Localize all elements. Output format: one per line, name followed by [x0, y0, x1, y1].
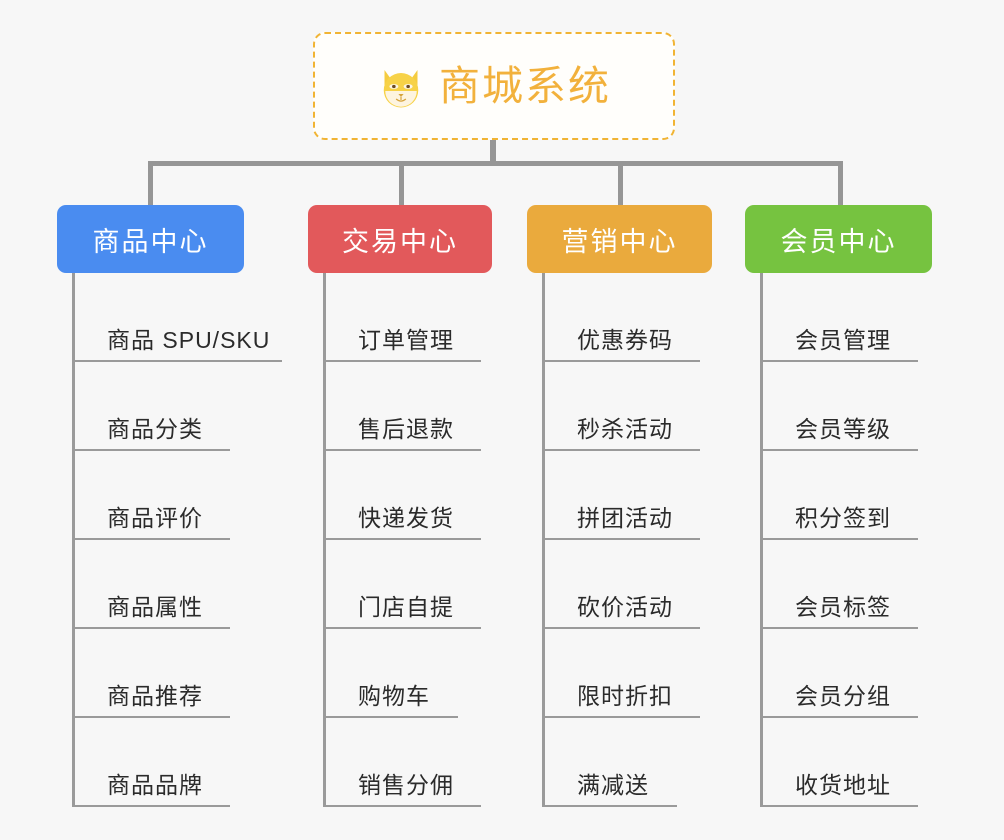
connector-horizontal-bar: [148, 161, 843, 166]
leaf-item[interactable]: 售后退款: [326, 362, 481, 451]
leaf-item[interactable]: 商品品牌: [75, 718, 230, 807]
leaf-item-label: 商品分类: [107, 415, 203, 442]
leaf-item[interactable]: 门店自提: [326, 540, 481, 629]
leaf-item-label: 砍价活动: [577, 593, 673, 620]
leaf-item[interactable]: 订单管理: [326, 273, 481, 362]
leaf-item-label: 快递发货: [358, 504, 454, 531]
branch-header-label: 商品中心: [92, 226, 209, 257]
connector-drop-trade-center: [399, 161, 404, 207]
leaf-item-label: 优惠券码: [577, 326, 673, 353]
leaf-item[interactable]: 会员管理: [763, 273, 918, 362]
leaf-item[interactable]: 会员分组: [763, 629, 918, 718]
leaf-item[interactable]: 商品属性: [75, 540, 230, 629]
branch-header-label: 营销中心: [561, 226, 678, 257]
leaf-item[interactable]: 秒杀活动: [545, 362, 700, 451]
shiba-dog-face-icon: [377, 64, 425, 112]
branch-marketing-center: 营销中心优惠券码秒杀活动拼团活动砍价活动限时折扣满减送: [527, 205, 712, 807]
leaf-list-marketing-center: 优惠券码秒杀活动拼团活动砍价活动限时折扣满减送: [542, 273, 712, 807]
leaf-item-label: 购物车: [358, 682, 430, 709]
leaf-item-label: 拼团活动: [577, 504, 673, 531]
leaf-item[interactable]: 优惠券码: [545, 273, 700, 362]
leaf-item[interactable]: 会员标签: [763, 540, 918, 629]
leaf-item[interactable]: 限时折扣: [545, 629, 700, 718]
leaf-item[interactable]: 拼团活动: [545, 451, 700, 540]
leaf-item-label: 商品推荐: [107, 682, 203, 709]
leaf-item-label: 商品评价: [107, 504, 203, 531]
leaf-item-label: 会员管理: [795, 326, 891, 353]
branch-header-trade-center[interactable]: 交易中心: [308, 205, 492, 273]
leaf-item-label: 商品属性: [107, 593, 203, 620]
leaf-item[interactable]: 快递发货: [326, 451, 481, 540]
leaf-item[interactable]: 销售分佣: [326, 718, 481, 807]
connector-drop-marketing-center: [618, 161, 623, 207]
leaf-item-label: 订单管理: [358, 326, 454, 353]
leaf-item-label: 限时折扣: [577, 682, 673, 709]
branch-trade-center: 交易中心订单管理售后退款快递发货门店自提购物车销售分佣: [308, 205, 492, 807]
connector-drop-product-center: [148, 161, 153, 207]
leaf-item-label: 秒杀活动: [577, 415, 673, 442]
leaf-item-label: 商品 SPU/SKU: [107, 326, 271, 353]
root-title: 商城系统: [439, 62, 611, 109]
leaf-item[interactable]: 砍价活动: [545, 540, 700, 629]
leaf-item[interactable]: 收货地址: [763, 718, 918, 807]
leaf-item[interactable]: 商品推荐: [75, 629, 230, 718]
leaf-item-label: 会员分组: [795, 682, 891, 709]
branch-member-center: 会员中心会员管理会员等级积分签到会员标签会员分组收货地址: [745, 205, 932, 807]
branch-header-marketing-center[interactable]: 营销中心: [527, 205, 712, 273]
leaf-item-label: 商品品牌: [107, 771, 203, 798]
branch-header-product-center[interactable]: 商品中心: [57, 205, 244, 273]
leaf-item-label: 会员标签: [795, 593, 891, 620]
branch-header-label: 交易中心: [342, 226, 458, 257]
leaf-list-product-center: 商品 SPU/SKU 商品分类商品评价商品属性商品推荐商品品牌: [72, 273, 282, 807]
branch-header-member-center[interactable]: 会员中心: [745, 205, 932, 273]
leaf-item[interactable]: 积分签到: [763, 451, 918, 540]
connector-stem: [490, 140, 496, 164]
connector-drop-member-center: [838, 161, 843, 207]
root-node[interactable]: 商城系统: [313, 32, 675, 140]
leaf-item[interactable]: 商品分类: [75, 362, 230, 451]
leaf-item-label: 会员等级: [795, 415, 891, 442]
leaf-item[interactable]: 商品 SPU/SKU: [75, 273, 282, 362]
leaf-item[interactable]: 购物车: [326, 629, 458, 718]
leaf-item-label: 销售分佣: [358, 771, 454, 798]
leaf-item-label: 售后退款: [358, 415, 454, 442]
leaf-list-member-center: 会员管理会员等级积分签到会员标签会员分组收货地址: [760, 273, 932, 807]
leaf-item-label: 门店自提: [358, 593, 454, 620]
leaf-item-label: 积分签到: [795, 504, 891, 531]
leaf-item[interactable]: 满减送: [545, 718, 677, 807]
branch-header-label: 会员中心: [780, 226, 897, 257]
leaf-list-trade-center: 订单管理售后退款快递发货门店自提购物车销售分佣: [323, 273, 492, 807]
leaf-item-label: 满减送: [577, 771, 649, 798]
leaf-item-label: 收货地址: [795, 771, 891, 798]
leaf-item[interactable]: 会员等级: [763, 362, 918, 451]
branch-product-center: 商品中心商品 SPU/SKU 商品分类商品评价商品属性商品推荐商品品牌: [57, 205, 282, 807]
leaf-item[interactable]: 商品评价: [75, 451, 230, 540]
